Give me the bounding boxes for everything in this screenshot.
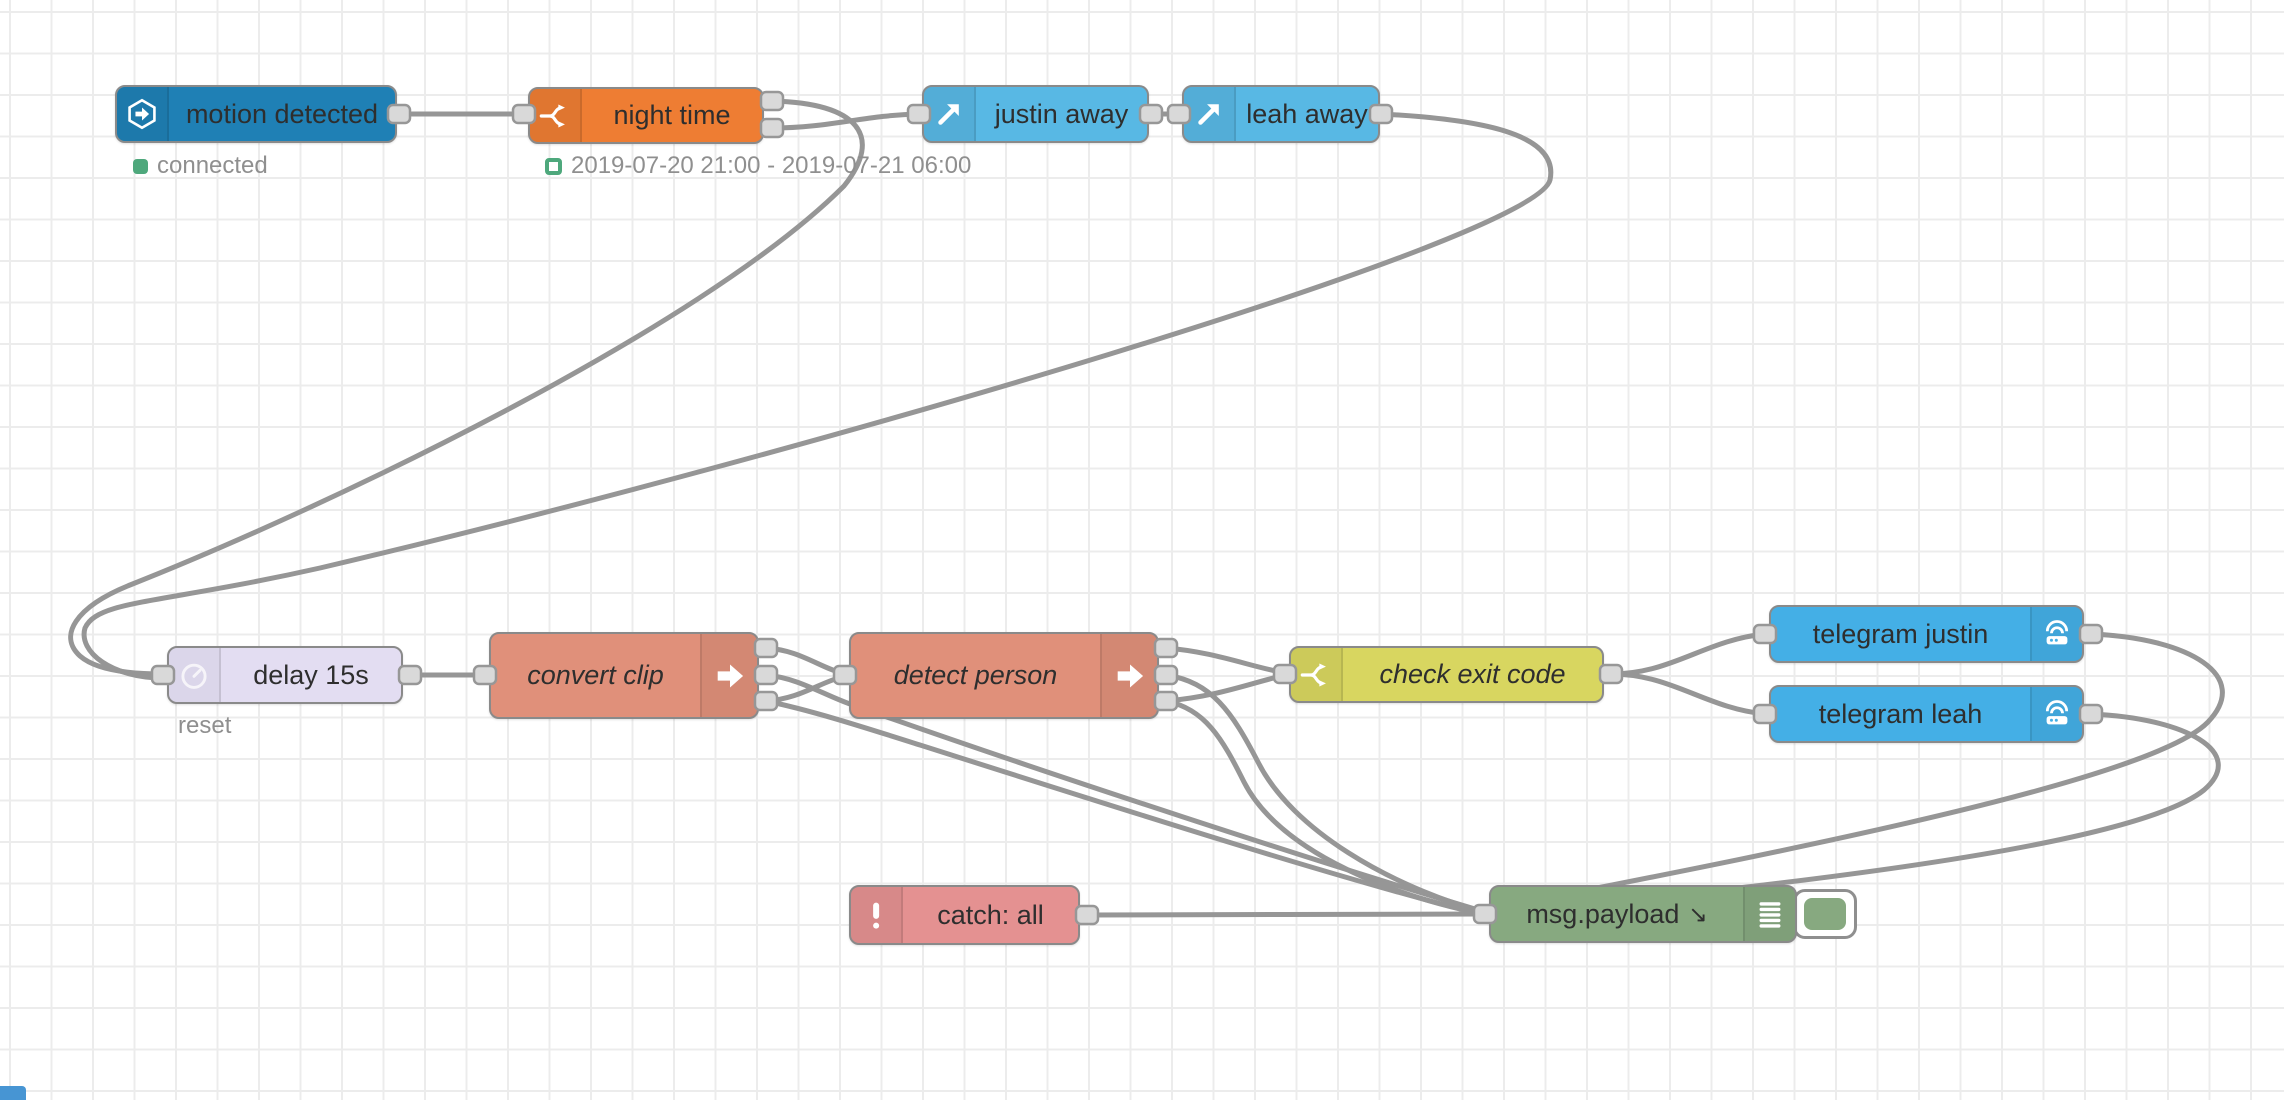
node-detect-person[interactable]: detect person <box>849 632 1159 719</box>
node-label: delay 15s <box>253 659 369 690</box>
node-justin-away[interactable]: justin away <box>922 85 1149 143</box>
node-night-time[interactable]: night time <box>528 87 764 144</box>
timer-icon <box>169 648 221 702</box>
wire-night-2-to-justin[interactable] <box>769 111 922 131</box>
wire-telegram-justin-to-debug[interactable] <box>1482 631 2225 913</box>
canvas-corner-artifact <box>0 1086 26 1100</box>
node-telegram-justin[interactable]: telegram justin <box>1769 605 2084 663</box>
node-label: detect person <box>893 660 1058 690</box>
node-msg-payload-debug[interactable]: msg.payload ↘ <box>1489 885 1797 943</box>
status-delay-15s: reset <box>178 712 231 740</box>
status-ring-icon <box>545 157 562 175</box>
node-label: night time <box>613 100 731 130</box>
node-convert-clip[interactable]: convert clip <box>489 632 759 719</box>
node-label: justin away <box>994 98 1129 129</box>
node-label: motion detected <box>185 98 379 129</box>
node-label: telegram leah <box>1818 698 1983 729</box>
debug-list-icon <box>1743 887 1795 941</box>
wire-detect-3-to-debug[interactable] <box>1163 698 1486 917</box>
switch-icon <box>1291 648 1343 701</box>
debug-enable-toggle[interactable] <box>1793 889 1857 939</box>
arrow-up-right-icon <box>1184 87 1236 141</box>
arrow-up-right-icon <box>924 87 976 141</box>
status-text: reset <box>178 712 232 739</box>
wire-catch-to-debug[interactable] <box>1084 911 1486 918</box>
status-text: 2019-07-20 21:00 - 2019-07-21 06:00 <box>571 152 972 179</box>
node-check-exit-code[interactable]: check exit code <box>1289 646 1604 703</box>
antenna-icon <box>2030 687 2082 741</box>
node-label: catch: all <box>937 899 1044 930</box>
node-motion-detected[interactable]: motion detected <box>115 85 397 143</box>
wire-leah-to-delay[interactable] <box>81 111 1554 681</box>
wire-convert-2-to-debug[interactable] <box>763 672 1488 915</box>
status-text: connected <box>157 152 268 179</box>
wire-check-to-telegram-justin[interactable] <box>1608 631 1768 677</box>
debug-toggle-state <box>1804 898 1846 930</box>
wire-night-1-to-delay[interactable] <box>68 98 865 677</box>
status-night-time: 2019-07-20 21:00 - 2019-07-21 06:00 <box>545 152 971 180</box>
status-motion-detected: connected <box>133 152 268 180</box>
node-delay-15s[interactable]: delay 15s <box>167 646 403 704</box>
node-label: convert clip <box>527 660 664 690</box>
debug-label-text: msg.payload <box>1526 898 1680 929</box>
exec-arrow-icon <box>700 634 757 717</box>
target-arrow-icon: ↘ <box>1688 900 1708 927</box>
node-telegram-leah[interactable]: telegram leah <box>1769 685 2084 743</box>
wire-convert-3-to-debug[interactable] <box>763 698 1488 918</box>
node-catch-all[interactable]: catch: all <box>849 885 1080 945</box>
node-leah-away[interactable]: leah away <box>1182 85 1380 143</box>
node-label: msg.payload ↘ <box>1491 887 1743 941</box>
switch-icon <box>530 89 582 142</box>
node-label: check exit code <box>1379 659 1566 689</box>
wire-convert-1-to-detect[interactable] <box>763 645 848 677</box>
exclamation-icon <box>851 887 903 943</box>
status-dot-icon <box>133 158 148 174</box>
antenna-icon <box>2030 607 2082 661</box>
hexagon-arrow-icon <box>117 87 169 141</box>
node-label: leah away <box>1246 98 1368 129</box>
wire-detect-1-to-check[interactable] <box>1163 645 1288 676</box>
wire-check-to-telegram-leah[interactable] <box>1608 671 1768 717</box>
node-label: telegram justin <box>1812 618 1989 649</box>
wire-detect-2-to-debug[interactable] <box>1163 672 1486 915</box>
exec-arrow-icon <box>1100 634 1157 717</box>
